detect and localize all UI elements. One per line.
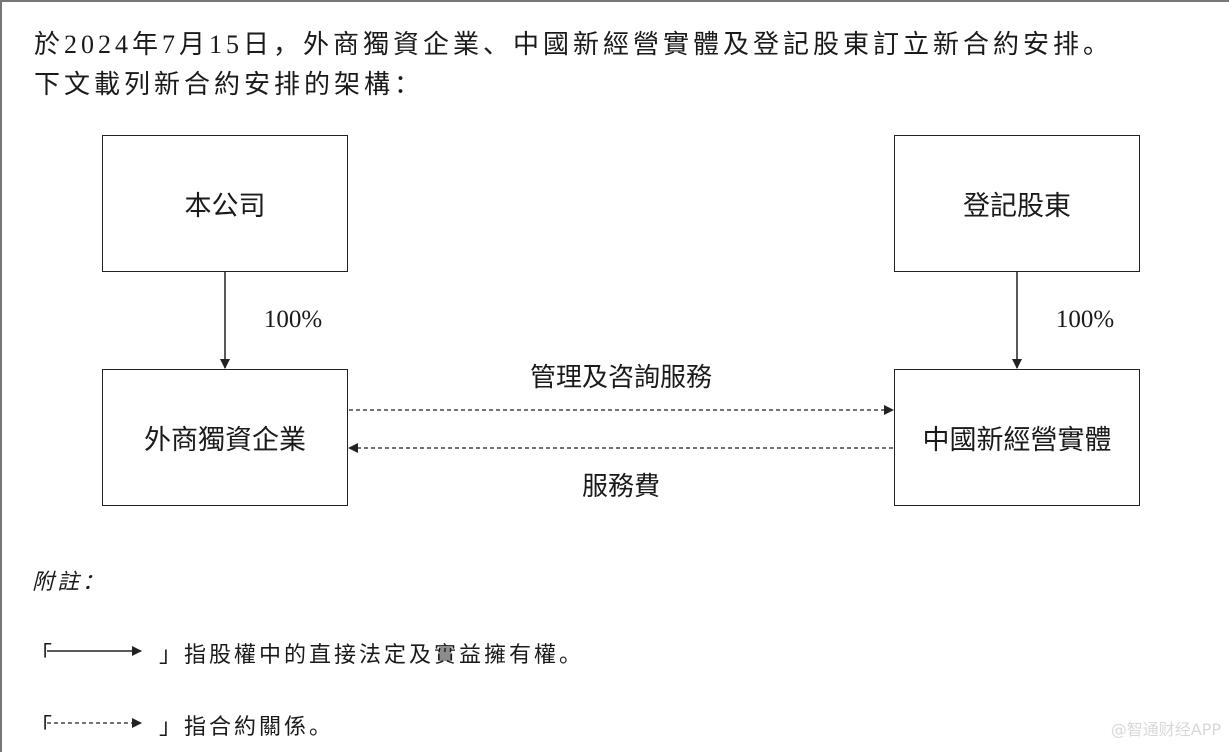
notes-title: 附註： — [32, 569, 108, 594]
watermark: @智通财经APP — [1110, 720, 1221, 739]
wfoe-label: 外商獨資企業 — [144, 425, 306, 455]
wfoe-box: 外商獨資企業 — [102, 369, 348, 506]
legend-dashed-text: 指合約關係。 — [184, 714, 335, 739]
legend-solid: 「 」 指股權中的直接法定及實益擁有權。 — [30, 637, 584, 669]
company-box: 本公司 — [102, 135, 348, 272]
intro-line-1: 於2024年7月15日，外商獨資企業、中國新經營實體及登記股東訂立新合約安排。 — [34, 30, 1114, 59]
registered-shareholders-label: 登記股東 — [963, 191, 1071, 221]
new-opco-label: 中國新經營實體 — [922, 425, 1112, 455]
shareholders-opco-percentage: 100% — [1055, 306, 1115, 333]
intro-line-2: 下文載列新合約安排的架構： — [34, 70, 425, 99]
legend-solid-text: 指股權中的直接法定及實益擁有權。 — [184, 642, 585, 667]
legend-dashed-open: 「 — [30, 714, 56, 739]
legend-solid-close: 」 — [159, 642, 185, 667]
company-wfoe-percentage: 100% — [263, 306, 323, 333]
legend-solid-open: 「 — [30, 642, 56, 667]
legend-dashed: 「 」 指合約關係。 — [30, 709, 334, 741]
fee-label: 服務費 — [581, 472, 661, 501]
legend-dashed-close: 」 — [159, 714, 185, 739]
services-label: 管理及咨詢服務 — [529, 363, 713, 392]
registered-shareholders-box: 登記股東 — [894, 135, 1140, 272]
company-label: 本公司 — [184, 191, 266, 221]
new-opco-box: 中國新經營實體 — [894, 369, 1140, 506]
